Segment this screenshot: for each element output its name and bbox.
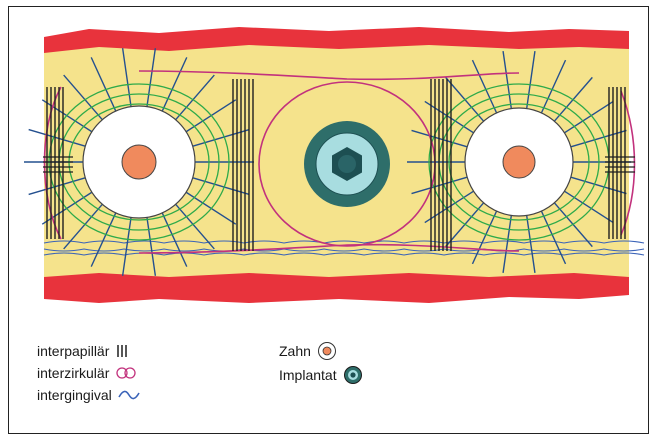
legend-tooth: Zahn xyxy=(279,341,337,361)
legend-intercircular-label: interzirkulär xyxy=(37,365,109,381)
tooth-left xyxy=(83,106,195,218)
implant xyxy=(304,121,390,207)
tooth-right xyxy=(465,108,573,216)
figure-frame: interpapillär interzirkulär intergingiva… xyxy=(8,6,649,434)
legend-implant: Implantat xyxy=(279,365,363,385)
implant-circle-icon xyxy=(343,365,363,385)
tooth-left-core xyxy=(122,145,156,179)
double-loop-icon xyxy=(115,366,137,380)
tooth-circle-icon xyxy=(317,341,337,361)
tooth-right-core xyxy=(503,146,535,178)
legend-intercircular: interzirkulär xyxy=(37,365,137,381)
legend-implant-label: Implantat xyxy=(279,367,337,383)
legend-tooth-label: Zahn xyxy=(279,343,311,359)
legend-interpapillary-label: interpapillär xyxy=(37,343,109,359)
triple-vertical-lines-icon xyxy=(115,344,129,358)
legend-intergingival-label: intergingival xyxy=(37,387,112,403)
wave-icon xyxy=(118,388,140,402)
legend-interpapillary: interpapillär xyxy=(37,343,129,359)
legend-intergingival: intergingival xyxy=(37,387,140,403)
